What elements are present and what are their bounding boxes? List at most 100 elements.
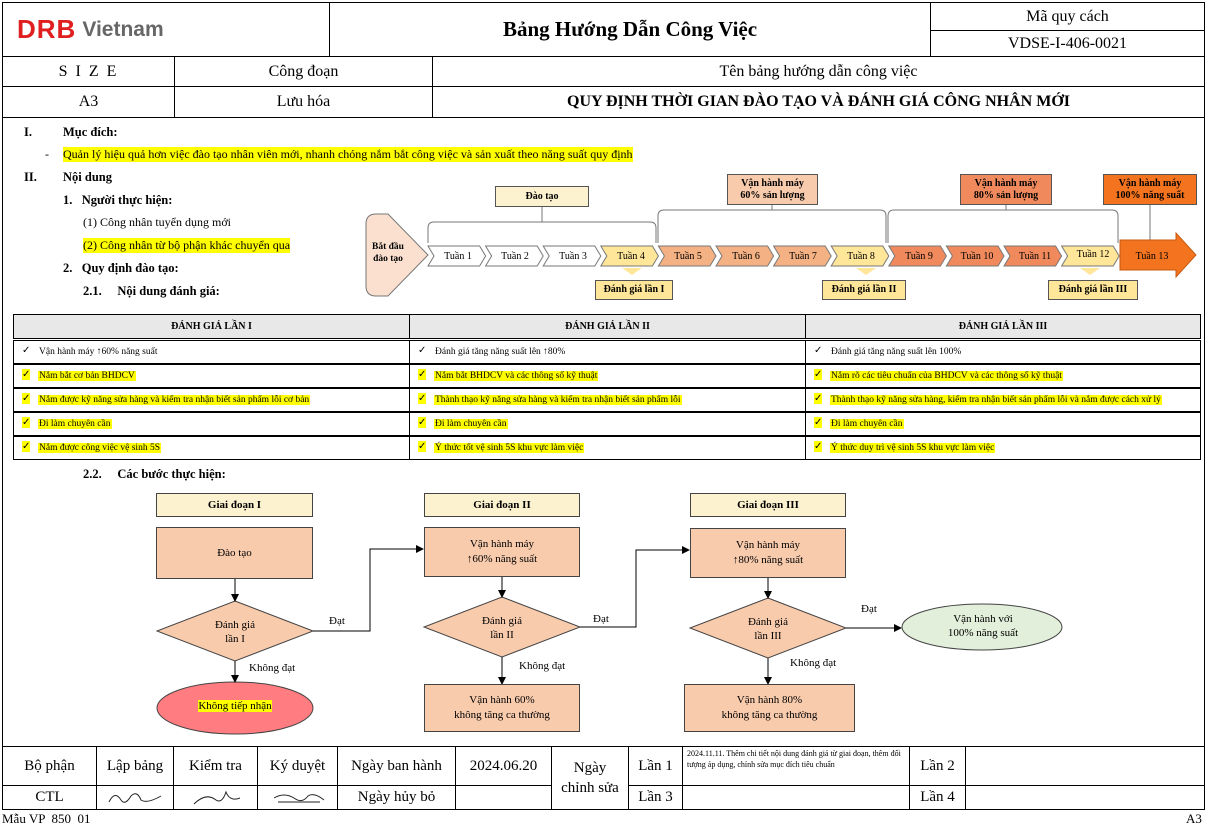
week-2-label: Tuần 2	[501, 250, 529, 262]
rev1-label: Lần 1	[628, 746, 683, 786]
week-7-chevron	[772, 245, 832, 267]
eval3-text: Đánh giá lần III	[747, 616, 788, 642]
week-3-label: Tuần 3	[559, 250, 587, 262]
signature-mark	[193, 790, 240, 804]
week-8-label: Tuần 8	[847, 250, 875, 262]
check-icon: ✓	[22, 369, 31, 380]
timeline-training-box: Đào tạo	[495, 186, 589, 207]
cancel-label: Ngày hủy bỏ	[337, 785, 456, 810]
week-13-label: Tuần 13	[1135, 250, 1169, 262]
week-6-chevron	[715, 245, 775, 267]
eval3-pointer	[1080, 268, 1100, 275]
s2-1-title: 1. Người thực hiện:	[63, 193, 173, 207]
check-icon: ✓	[418, 393, 427, 404]
timeline-op80-box: Vận hành máy 80% sản lượng	[960, 174, 1052, 205]
final-text: Vận hành với 100% năng suất	[947, 613, 1019, 639]
week-5-chevron	[657, 245, 717, 267]
week-11-label: Tuần 11	[1018, 250, 1052, 262]
pass-label-1: Đạt	[329, 615, 345, 627]
check-icon: ✓	[418, 417, 427, 428]
fail60-box: Vận hành 60% không tăng ca thường	[424, 684, 580, 732]
rev4-note	[965, 785, 1205, 810]
rev2-label: Lần 2	[909, 746, 966, 786]
week-12-chevron	[1060, 245, 1120, 267]
op80-box: Vận hành máy ↑80% năng suất	[690, 528, 846, 578]
eval3-row-2: ✓Nắm rõ các tiêu chuẩn của BHDCV và các …	[805, 364, 1201, 388]
eval3-box: Đánh giá lần III	[1048, 280, 1138, 300]
timeline-op100-box: Vận hành máy 100% năng suất	[1103, 174, 1197, 205]
phase3-box: Giai đoạn III	[690, 493, 846, 517]
s2-2-title: 2. Quy định đào tạo:	[63, 261, 179, 275]
flowchart-graphic	[155, 545, 1063, 735]
eval1-box: Đánh giá lần I	[595, 280, 673, 300]
check-icon: ✓	[814, 345, 823, 356]
start-shape	[365, 213, 429, 297]
week-8-chevron	[830, 245, 890, 267]
start-label: Bắt đầu đào tạo	[372, 242, 404, 264]
s1-dash: -	[45, 147, 49, 161]
week-6-label: Tuần 6	[732, 250, 760, 262]
checked-label: Kiểm tra	[173, 746, 258, 786]
check-icon: ✓	[418, 369, 427, 380]
eval3-row-1: ✓Đánh giá tăng năng suất lên 100%	[805, 340, 1201, 364]
s2-2-1-title: 2.1. Nội dung đánh giá:	[83, 284, 220, 298]
check-icon: ✓	[22, 441, 31, 452]
final-ellipse	[901, 603, 1063, 651]
check-icon: ✓	[814, 369, 823, 380]
train-box: Đào tạo	[156, 527, 313, 579]
logo-mark: DRB	[17, 14, 77, 44]
week-chevrons	[427, 245, 1120, 267]
s1-title: Mục đích:	[63, 125, 118, 139]
prepared-label: Lập bảng	[96, 746, 174, 786]
eval1-text: Đánh giá lần I	[214, 619, 255, 645]
paper-size: A3	[1186, 811, 1202, 826]
dept-label: Bộ phận	[2, 746, 97, 786]
check-icon: ✓	[22, 417, 31, 428]
week-2-chevron	[484, 245, 544, 267]
op60-box: Vận hành máy ↑60% năng suất	[424, 527, 580, 577]
week-9-chevron	[887, 245, 947, 267]
rev4-label: Lần 4	[909, 785, 966, 810]
rev2-note	[965, 746, 1205, 786]
reject-text: Không tiếp nhận	[198, 700, 272, 712]
s2-number: II.	[24, 170, 37, 184]
week-1-label: Tuần 1	[444, 250, 472, 262]
s2-2-2-title: 2.2. Các bước thực hiện:	[83, 467, 226, 481]
eval-header-3: ĐÁNH GIÁ LẦN III	[805, 314, 1201, 339]
check-icon: ✓	[814, 417, 823, 428]
check-icon: ✓	[22, 393, 31, 404]
s1-text: Quản lý hiệu quả hơn việc đào tạo nhân v…	[63, 147, 633, 162]
pass-label-2: Đạt	[593, 613, 609, 625]
checked-signature	[173, 785, 258, 810]
week-4-chevron	[599, 245, 659, 267]
eval2-text: Đánh giá lần II	[481, 615, 522, 641]
prepared-signature	[96, 785, 174, 810]
timeline-op60-box: Vận hành máy 60% sản lượng	[727, 174, 818, 205]
timeline-graphic	[365, 204, 1197, 297]
fail-label-2: Không đạt	[519, 660, 566, 672]
eval3-row-3: ✓Thành thạo kỹ năng sửa hàng, kiểm tra n…	[805, 388, 1201, 412]
issue-label: Ngày ban hành	[337, 746, 456, 786]
check-icon: ✓	[418, 345, 427, 356]
week-4-label: Tuần 4	[617, 250, 645, 262]
eval-header-1: ĐÁNH GIÁ LẦN I	[13, 314, 410, 339]
fail-label-3: Không đạt	[790, 657, 837, 669]
week-7-label: Tuần 7	[789, 250, 817, 262]
form-code: Mẫu VP 850 01	[2, 811, 91, 826]
week-5-label: Tuần 5	[674, 250, 702, 262]
eval-header-2: ĐÁNH GIÁ LẦN II	[409, 314, 806, 339]
body-frame	[2, 117, 1205, 747]
week-10-label: Tuần 10	[960, 250, 994, 262]
rev3-note	[682, 785, 910, 810]
week-12-label: Tuần 12	[1076, 248, 1110, 260]
eval1-pointer	[622, 268, 642, 275]
check-icon: ✓	[814, 441, 823, 452]
logo-sub: Vietnam	[82, 17, 164, 41]
week-3-chevron	[542, 245, 602, 267]
eval3-row-4: ✓Đi làm chuyên cần	[805, 412, 1201, 436]
signature-mark	[273, 793, 324, 802]
approved-signature	[257, 785, 338, 810]
eval2-box: Đánh giá lần II	[822, 280, 906, 300]
rev3-label: Lần 3	[628, 785, 683, 810]
week-1-chevron	[427, 245, 487, 267]
